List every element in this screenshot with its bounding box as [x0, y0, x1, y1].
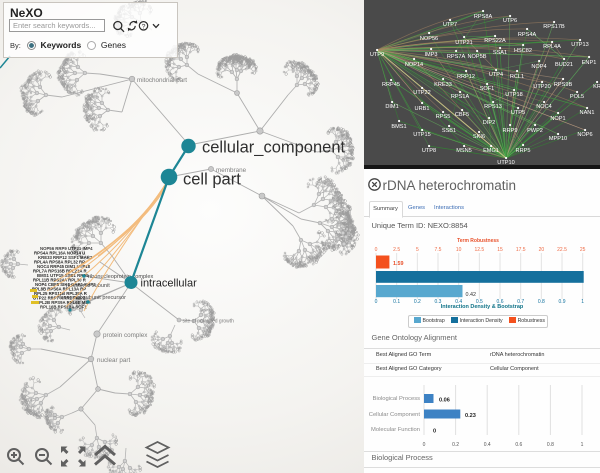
svg-text:UTP6: UTP6	[503, 18, 517, 24]
svg-text:RPS4A RPL16A NOP14 U: RPS4A RPL16A NOP14 U	[34, 251, 85, 256]
svg-text:RPS4A: RPS4A	[518, 32, 537, 38]
svg-text:KR: KR	[593, 84, 600, 90]
svg-text:RRP12: RRP12	[457, 74, 475, 80]
svg-text:0.23: 0.23	[465, 413, 476, 419]
svg-text:SSB1: SSB1	[442, 128, 456, 134]
svg-text:NOP5B: NOP5B	[468, 54, 487, 60]
svg-text:protein complex: protein complex	[103, 332, 148, 339]
svg-text:UTP13: UTP13	[571, 42, 588, 48]
svg-text:SSA1: SSA1	[493, 50, 507, 56]
svg-text:UTP20: UTP20	[533, 84, 550, 90]
svg-text:NOP56 RRP9 UTP21 IMP4: NOP56 RRP9 UTP21 IMP4	[40, 246, 93, 251]
svg-text:cellular_component: cellular_component	[202, 139, 346, 157]
svg-text:1.59: 1.59	[393, 261, 404, 267]
svg-text:DIM1: DIM1	[385, 104, 398, 110]
svg-text:UTP7: UTP7	[443, 22, 457, 28]
svg-text:UTP10: UTP10	[497, 160, 514, 165]
svg-text:MSN5: MSN5	[456, 148, 472, 154]
svg-text:BMS1 UTP15 SSB1 RRP5: BMS1 UTP15 SSB1 RRP5	[37, 273, 89, 278]
svg-text:UTP22: UTP22	[413, 90, 430, 96]
svg-text:0: 0	[433, 429, 436, 435]
svg-text:UTP22 RRP7 KRR1 PWP2: UTP22 RRP7 KRR1 PWP2	[33, 296, 86, 301]
svg-text:SOF1: SOF1	[480, 86, 495, 92]
svg-text:CBF5: CBF5	[455, 112, 469, 118]
svg-text:RPL2B RPS9A RPL6B MS: RPL2B RPS9A RPL6B MS	[36, 300, 89, 305]
svg-text:RPL7A RPS16B RPL21A R: RPL7A RPS16B RPL21A R	[33, 269, 88, 274]
svg-text:RPS22A: RPS22A	[484, 38, 506, 44]
svg-text:NOC4: NOC4	[536, 104, 552, 110]
svg-text:RRP9: RRP9	[503, 128, 518, 134]
svg-text:RRP45: RRP45	[382, 82, 400, 88]
svg-text:UTP21: UTP21	[455, 40, 472, 46]
svg-text:membrane: membrane	[216, 167, 247, 174]
svg-text:UTP5: UTP5	[511, 110, 525, 116]
svg-text:UTP9: UTP9	[370, 52, 384, 58]
svg-text:0.42: 0.42	[466, 292, 477, 298]
svg-text:NOP4: NOP4	[531, 64, 546, 70]
svg-text:RPS8A: RPS8A	[474, 14, 493, 20]
svg-text:KRE33: KRE33	[434, 82, 452, 88]
svg-text:RPL4A: RPL4A	[543, 44, 561, 50]
svg-text:BMS1: BMS1	[391, 124, 406, 130]
svg-text:UTP4: UTP4	[489, 72, 503, 78]
svg-text:EMG1: EMG1	[483, 148, 499, 154]
svg-text:?: ?	[142, 23, 146, 30]
svg-text:RPL16B RPS18A SOF1: RPL16B RPS18A SOF1	[40, 305, 87, 310]
svg-text:POL5: POL5	[570, 94, 584, 100]
svg-text:ribonucleoprotein complex: ribonucleoprotein complex	[88, 274, 154, 280]
svg-text:RPS17B: RPS17B	[543, 24, 565, 30]
svg-text:NAN1: NAN1	[580, 110, 595, 116]
svg-text:RPL4A RPS8A RPL32 RP: RPL4A RPS8A RPL32 RP	[34, 260, 85, 265]
svg-text:BUD21: BUD21	[555, 62, 573, 68]
svg-text:RPS5: RPS5	[436, 114, 451, 120]
svg-text:UTP15: UTP15	[413, 132, 430, 138]
svg-text:RPS13: RPS13	[484, 104, 502, 110]
svg-text:IMP3: IMP3	[424, 52, 437, 58]
svg-text:NOP56: NOP56	[420, 36, 438, 42]
svg-text:site of polarized growth: site of polarized growth	[183, 319, 235, 325]
svg-text:ENP1: ENP1	[582, 60, 597, 66]
svg-text:UTP18: UTP18	[505, 92, 522, 98]
svg-text:RPS1A: RPS1A	[451, 94, 470, 100]
svg-text:KRE33 RRP12 SSF1 MAK2: KRE33 RRP12 SSF1 MAK2	[38, 255, 93, 260]
svg-text:DIP2: DIP2	[483, 120, 495, 126]
svg-text:RPS9B: RPS9B	[554, 82, 573, 88]
svg-text:RPS7A: RPS7A	[447, 54, 466, 60]
svg-text:NOP6: NOP6	[577, 132, 592, 138]
svg-text:RPL8B RPS6A RPL13A RP: RPL8B RPS6A RPL13A RP	[32, 287, 86, 292]
svg-text:SKI6: SKI6	[473, 134, 485, 140]
svg-text:NOP1: NOP1	[550, 116, 565, 122]
svg-text:ribosomal subunit: ribosomal subunit	[66, 283, 110, 289]
svg-text:MPP10: MPP10	[549, 136, 567, 142]
svg-text:HSC82: HSC82	[514, 48, 532, 54]
svg-text:NOP4 CBF5 SIK1 GAR1 NHP2: NOP4 CBF5 SIK1 GAR1 NHP2	[35, 282, 96, 287]
svg-text:RPL11B RPS24A RPL30 R: RPL11B RPS24A RPL30 R	[33, 278, 87, 283]
svg-text:0.06: 0.06	[439, 398, 450, 404]
svg-text:mitochondrial part: mitochondrial part	[137, 77, 187, 84]
svg-text:nuclear part: nuclear part	[97, 357, 131, 364]
svg-text:URB1: URB1	[415, 106, 430, 112]
svg-text:RCL1: RCL1	[510, 74, 524, 80]
svg-text:PWP2: PWP2	[527, 128, 543, 134]
svg-text:NOC4 RRP45 DIM1 UTP18: NOC4 RRP45 DIM1 UTP18	[37, 264, 91, 269]
svg-text:RRP5: RRP5	[516, 148, 531, 154]
svg-text:cell part: cell part	[183, 171, 241, 189]
svg-text:intracellular: intracellular	[141, 278, 198, 290]
svg-text:UTP8: UTP8	[422, 148, 436, 154]
svg-text:ribosomal subunit precursor: ribosomal subunit precursor	[57, 295, 126, 301]
svg-text:NOP14: NOP14	[405, 62, 423, 68]
